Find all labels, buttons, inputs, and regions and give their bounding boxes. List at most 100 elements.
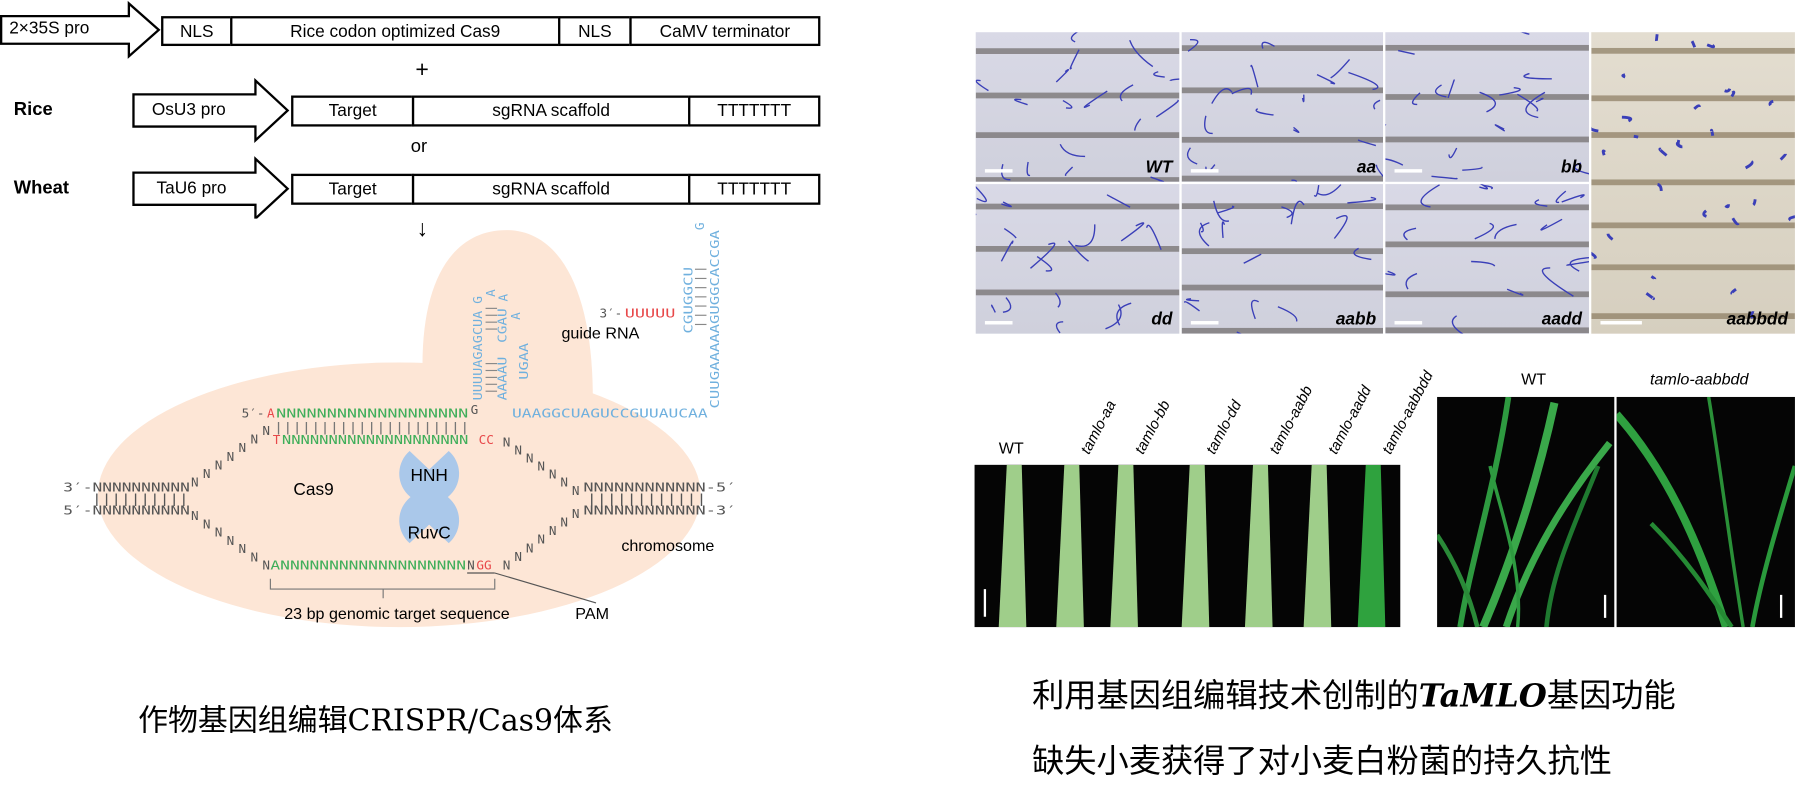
- terminator-box: CaMV terminator: [629, 16, 821, 47]
- loop-base: A: [508, 312, 523, 320]
- micrograph-dd: dd: [975, 184, 1180, 334]
- genotype-label: aabbdd: [1726, 309, 1789, 330]
- chromosome-right-top: NNNNNNNNNNNN-5′: [583, 479, 736, 494]
- nucleotide: N: [250, 432, 258, 447]
- wt-plant-image: [1437, 396, 1613, 628]
- mutant-plant-panel: [1616, 396, 1795, 628]
- micrograph-WT: WT: [975, 32, 1180, 182]
- caption-text: 利用基因组编辑技术创制的: [1032, 676, 1419, 715]
- stem-loop-2b: CGAU: [494, 308, 509, 343]
- nucleotide: N: [262, 558, 270, 573]
- ruvc-domain: [399, 490, 460, 544]
- nucleotide: N: [239, 541, 247, 556]
- left-caption-text: 作物基因组编辑CRISPR/Cas9体系: [138, 704, 613, 739]
- three-prime: 3′-: [599, 306, 622, 321]
- caption-text: 基因功能: [1546, 676, 1676, 715]
- chromosome-left-pairs: ||||||||||: [92, 491, 189, 506]
- nucleotide: N: [526, 451, 534, 466]
- micrograph-aabbdd: aabbdd: [1591, 32, 1795, 334]
- guide-spacer: NNNNNNNNNNNNNNNNNNN: [276, 406, 468, 421]
- osu3-promoter: OsU3 pro: [151, 100, 226, 120]
- nucleotide: N: [572, 506, 580, 521]
- chromosome-right-pairs: ||||||||||||: [587, 491, 707, 506]
- target-first-base: T: [273, 432, 281, 447]
- genotype-label: WT: [1145, 157, 1173, 178]
- micrograph-image: [1385, 184, 1589, 334]
- target-strand: NNNNNNNNNNNNNNNNNNNN: [282, 432, 468, 447]
- scale-bar: [1394, 169, 1423, 173]
- chromosome-left-top: 3′-NNNNNNNNNN: [63, 479, 190, 494]
- nucleotide: N: [537, 532, 545, 547]
- nucleotide: N: [250, 549, 258, 564]
- plant-label-mutant: tamlo-aabbdd: [1649, 369, 1749, 388]
- hnh-domain: [399, 451, 460, 504]
- hnh-label: HNH: [410, 465, 447, 485]
- micrograph-image: [1181, 38, 1384, 182]
- stem-loop-3: UGAA: [516, 342, 531, 379]
- right-caption-line1: 利用基因组编辑技术创制的TaMLO基因功能: [1032, 671, 1676, 717]
- non-target-strand: ANNNNNNNNNNNNNNNNNNN: [270, 558, 466, 573]
- genotype-label: aabb: [1335, 309, 1377, 330]
- micrograph-image: [975, 32, 1180, 182]
- micrograph-aa: aa: [1181, 32, 1384, 182]
- nucleotide: N: [537, 459, 545, 474]
- nucleotide: N: [239, 440, 247, 455]
- plus-sign: +: [415, 57, 429, 83]
- nucleotide: N: [549, 467, 557, 482]
- nucleotide: N: [203, 466, 211, 481]
- stem-loop-5: CGUGGCU: [681, 267, 696, 334]
- chromosome-label: chromosome: [621, 537, 714, 555]
- chromosome-left-bottom: 5′-NNNNNNNNNN: [63, 502, 190, 517]
- scale-bar: [984, 321, 1013, 325]
- down-arrow-icon: ↓: [416, 216, 429, 242]
- guide-rna-label: guide RNA: [561, 324, 639, 342]
- nucleotide: N: [203, 516, 211, 531]
- leaf-segment: [1056, 464, 1084, 628]
- right-caption-line2: 缺失小麦获得了对小麦白粉菌的持久抗性: [1032, 742, 1613, 781]
- nucleotide: N: [227, 449, 235, 464]
- pam-label: PAM: [575, 605, 609, 623]
- leaf-genotype-label: tamlo-bb: [1130, 397, 1174, 457]
- or-label: or: [410, 136, 428, 157]
- ruvc-label: RuvC: [408, 522, 451, 542]
- scale-bar: [1394, 321, 1423, 325]
- micrograph-bb: bb: [1385, 32, 1589, 182]
- nucleotide: N: [560, 514, 568, 529]
- nls-box: NLS: [558, 16, 632, 47]
- loop-base: A: [483, 289, 498, 297]
- nls-box: NLS: [161, 16, 233, 47]
- leaf-genotype-label: WT: [998, 438, 1024, 457]
- five-prime: 5′-: [242, 406, 265, 421]
- leaf-segment: [1303, 464, 1332, 628]
- gene-name: TaMLO: [1418, 676, 1547, 715]
- nucleotide: N: [560, 475, 568, 490]
- leaf-genotype-label: tamlo-aa: [1076, 397, 1120, 457]
- mutant-plant-image: [1616, 396, 1795, 628]
- cas9-label: Cas9: [293, 479, 333, 499]
- pam-pointer: [494, 572, 597, 604]
- tau6-promoter: TaU6 pro: [156, 178, 227, 198]
- leaf-segment: [1181, 464, 1210, 628]
- linker-rna: UAAGGCUAGUCCGUUAUCAA: [512, 406, 708, 421]
- cas9-protein: [97, 362, 701, 628]
- target-sequence-label: 23 bp genomic target sequence: [284, 605, 510, 623]
- stem-loop-4: CUUGAAAAAGUGGCACCGA: [707, 230, 722, 409]
- loop-base: A: [495, 293, 510, 301]
- genotype-label: dd: [1151, 309, 1173, 330]
- nucleotide: N: [215, 457, 223, 472]
- leaf-genotype-label: tamlo-dd: [1202, 397, 1245, 457]
- plant-label-wt: WT: [1521, 369, 1547, 388]
- wt-plant-panel: [1437, 396, 1615, 628]
- polyt-box: TTTTTTT: [688, 173, 821, 205]
- leaf-genotype-label: tamlo-aabbdd: [1378, 367, 1437, 457]
- promoter-arrows: [0, 0, 290, 219]
- nucleotide: N: [503, 558, 511, 573]
- leaf-genotype-label: tamlo-aadd: [1324, 382, 1375, 457]
- nucleotide: N: [191, 508, 199, 523]
- leaf-genotype-label: tamlo-aabb: [1265, 382, 1316, 457]
- genotype-label: aadd: [1541, 309, 1583, 330]
- pam-gg: GG: [476, 558, 491, 573]
- nucleotide: N: [549, 523, 557, 538]
